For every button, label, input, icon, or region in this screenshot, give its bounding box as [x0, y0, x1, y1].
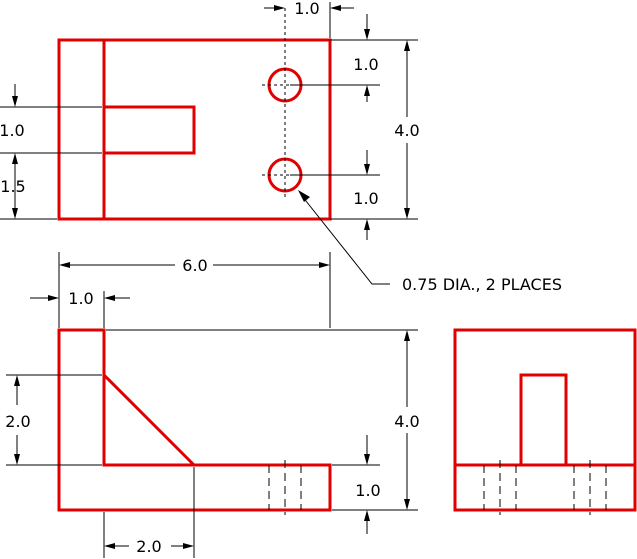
dim-text-top-upper-hole: 1.0	[353, 55, 378, 74]
dim-text-top-slot-width: 1.0	[0, 121, 25, 140]
dim-front-upright: 1.0	[30, 289, 130, 328]
dim-text-front-width: 6.0	[182, 256, 207, 275]
dim-text-top-lower-hole: 1.0	[353, 189, 378, 208]
dim-front-rib-height: 2.0	[5, 374, 102, 466]
dim-text-top-slot-offset: 1.5	[0, 177, 25, 196]
dim-top-upper-hole: 1.0	[290, 14, 418, 102]
top-view-outline	[57, 38, 332, 221]
side-view	[453, 328, 637, 515]
side-view-hidden-holes	[483, 460, 607, 515]
dim-front-width: 6.0	[58, 252, 331, 328]
dim-text-front-height: 4.0	[394, 412, 419, 431]
dim-top-lower-hole: 1.0	[290, 150, 418, 240]
top-view	[57, 8, 332, 221]
dim-text-front-rib-width: 2.0	[136, 537, 161, 556]
dim-text-front-base: 1.0	[355, 481, 380, 500]
front-view-rib-edge	[102, 373, 196, 467]
dim-text-top-height: 4.0	[394, 121, 419, 140]
side-view-outline	[453, 328, 637, 512]
front-view-hidden-holes	[268, 460, 302, 515]
dim-top-hole-spacing: 1.0	[264, 0, 354, 38]
dim-front-height: 4.0	[106, 329, 420, 511]
dim-front-base: 1.0	[332, 435, 381, 534]
dim-text-front-upright: 1.0	[68, 289, 93, 308]
dim-front-rib-width: 2.0	[103, 467, 195, 558]
dim-text-front-rib-height: 2.0	[5, 412, 30, 431]
side-view-rib	[519, 373, 568, 465]
dim-top-slot: 1.0 1.5	[0, 84, 102, 220]
front-view	[57, 328, 332, 515]
dim-top-height: 4.0	[394, 40, 420, 219]
hole-callout-leader: 0.75 DIA., 2 PLACES	[298, 190, 562, 294]
dim-text-top-hole-spacing: 1.0	[294, 0, 319, 18]
front-view-outline	[57, 328, 332, 512]
top-view-rib	[104, 105, 196, 155]
hole-callout-text: 0.75 DIA., 2 PLACES	[402, 275, 562, 294]
